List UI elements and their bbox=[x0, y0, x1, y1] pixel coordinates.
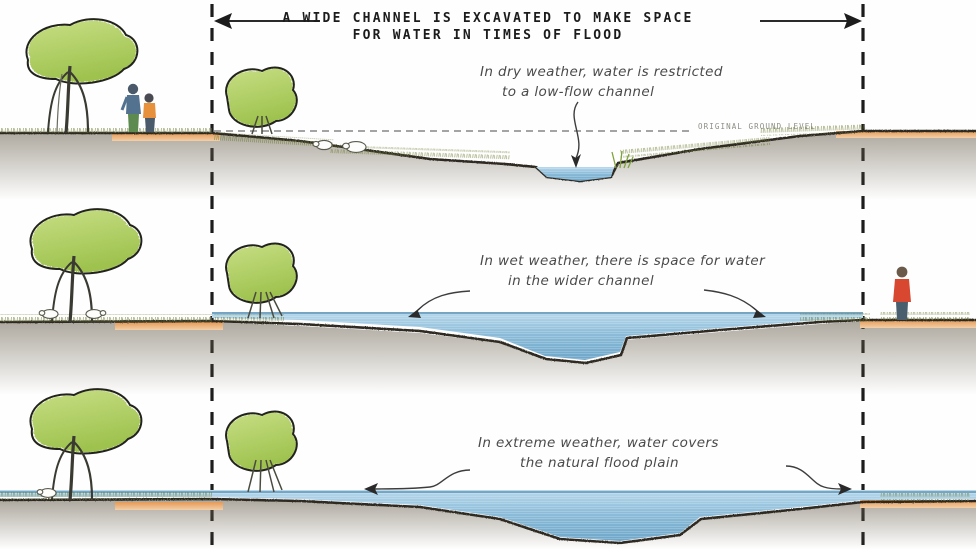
caption-dry-line-2: to a low-flow channel bbox=[502, 84, 654, 100]
ground-profile-wet bbox=[0, 318, 976, 365]
grass-wet bbox=[0, 312, 970, 322]
footpath-wet-left bbox=[115, 322, 223, 330]
subsoil-extreme bbox=[0, 500, 976, 549]
footpath-extreme-left bbox=[115, 502, 223, 510]
subsoil-dry bbox=[0, 132, 976, 200]
caption-wet-arrowhead-left-icon bbox=[408, 306, 422, 318]
shrub-dry bbox=[225, 66, 298, 135]
footpath-wet-right bbox=[860, 320, 976, 328]
diagram-title-line-1: A WIDE CHANNEL IS EXCAVATED TO MAKE SPAC… bbox=[282, 11, 693, 26]
tree-extreme bbox=[29, 388, 143, 501]
caption-extreme-arrowhead-right-icon bbox=[838, 483, 852, 495]
caption-wet-line-2: in the wider channel bbox=[508, 273, 654, 289]
tree-dry bbox=[25, 18, 139, 134]
sheep-dry bbox=[312, 139, 367, 153]
caption-extreme-line-2: the natural flood plain bbox=[520, 455, 679, 471]
grass-dry bbox=[0, 124, 866, 160]
shrub-extreme bbox=[225, 410, 298, 493]
shrub-wet bbox=[225, 242, 298, 319]
people-dry bbox=[120, 83, 156, 132]
wide-channel-water-texture bbox=[212, 312, 863, 360]
original-ground-level-label: ORIGINAL GROUND LEVEL bbox=[698, 122, 816, 131]
grass-extreme bbox=[0, 492, 970, 501]
panel-extreme-weather: In extreme weather, water covers the nat… bbox=[0, 388, 976, 549]
caption-dry-leader bbox=[573, 101, 580, 159]
caption-extreme-arrowhead-left-icon bbox=[364, 483, 378, 495]
flood-plain-water-texture bbox=[0, 490, 976, 541]
caption-wet-arrowhead-right-icon bbox=[752, 306, 766, 318]
tree-wet bbox=[29, 208, 143, 323]
person-child bbox=[143, 93, 156, 132]
caption-wet-leader-left bbox=[417, 290, 471, 311]
caption-extreme-leader-right bbox=[785, 465, 843, 490]
person-red-coat bbox=[893, 266, 911, 320]
panel-dry-weather: ORIGINAL GROUND LEVEL bbox=[0, 18, 976, 200]
caption-wet-leader-right bbox=[703, 289, 757, 311]
person-adult bbox=[120, 83, 141, 132]
footpath-dry bbox=[112, 133, 220, 141]
sheep-extreme bbox=[36, 488, 57, 498]
arrow-head-right-icon bbox=[844, 13, 862, 29]
footpath-extreme-right bbox=[860, 500, 976, 508]
panel-wet-weather: In wet weather, there is space for water… bbox=[0, 208, 976, 395]
caption-extreme-leader-left bbox=[373, 469, 471, 490]
low-flow-channel-texture bbox=[536, 167, 614, 181]
ground-profile-extreme bbox=[0, 497, 976, 545]
sheep-wet bbox=[38, 309, 107, 319]
diagram-title-line-2: FOR WATER IN TIMES OF FLOOD bbox=[353, 28, 624, 43]
caption-dry-line-1: In dry weather, water is restricted bbox=[480, 64, 723, 80]
title-span-arrow bbox=[214, 13, 862, 29]
subsoil-wet bbox=[0, 321, 976, 395]
reeds-dry bbox=[611, 150, 634, 169]
footpath-dry-right bbox=[836, 131, 976, 138]
arrow-head-left-icon bbox=[214, 13, 232, 29]
caption-wet-line-1: In wet weather, there is space for water bbox=[480, 253, 766, 269]
caption-extreme-line-1: In extreme weather, water covers bbox=[478, 435, 719, 451]
caption-dry-arrowhead-icon bbox=[571, 154, 581, 168]
